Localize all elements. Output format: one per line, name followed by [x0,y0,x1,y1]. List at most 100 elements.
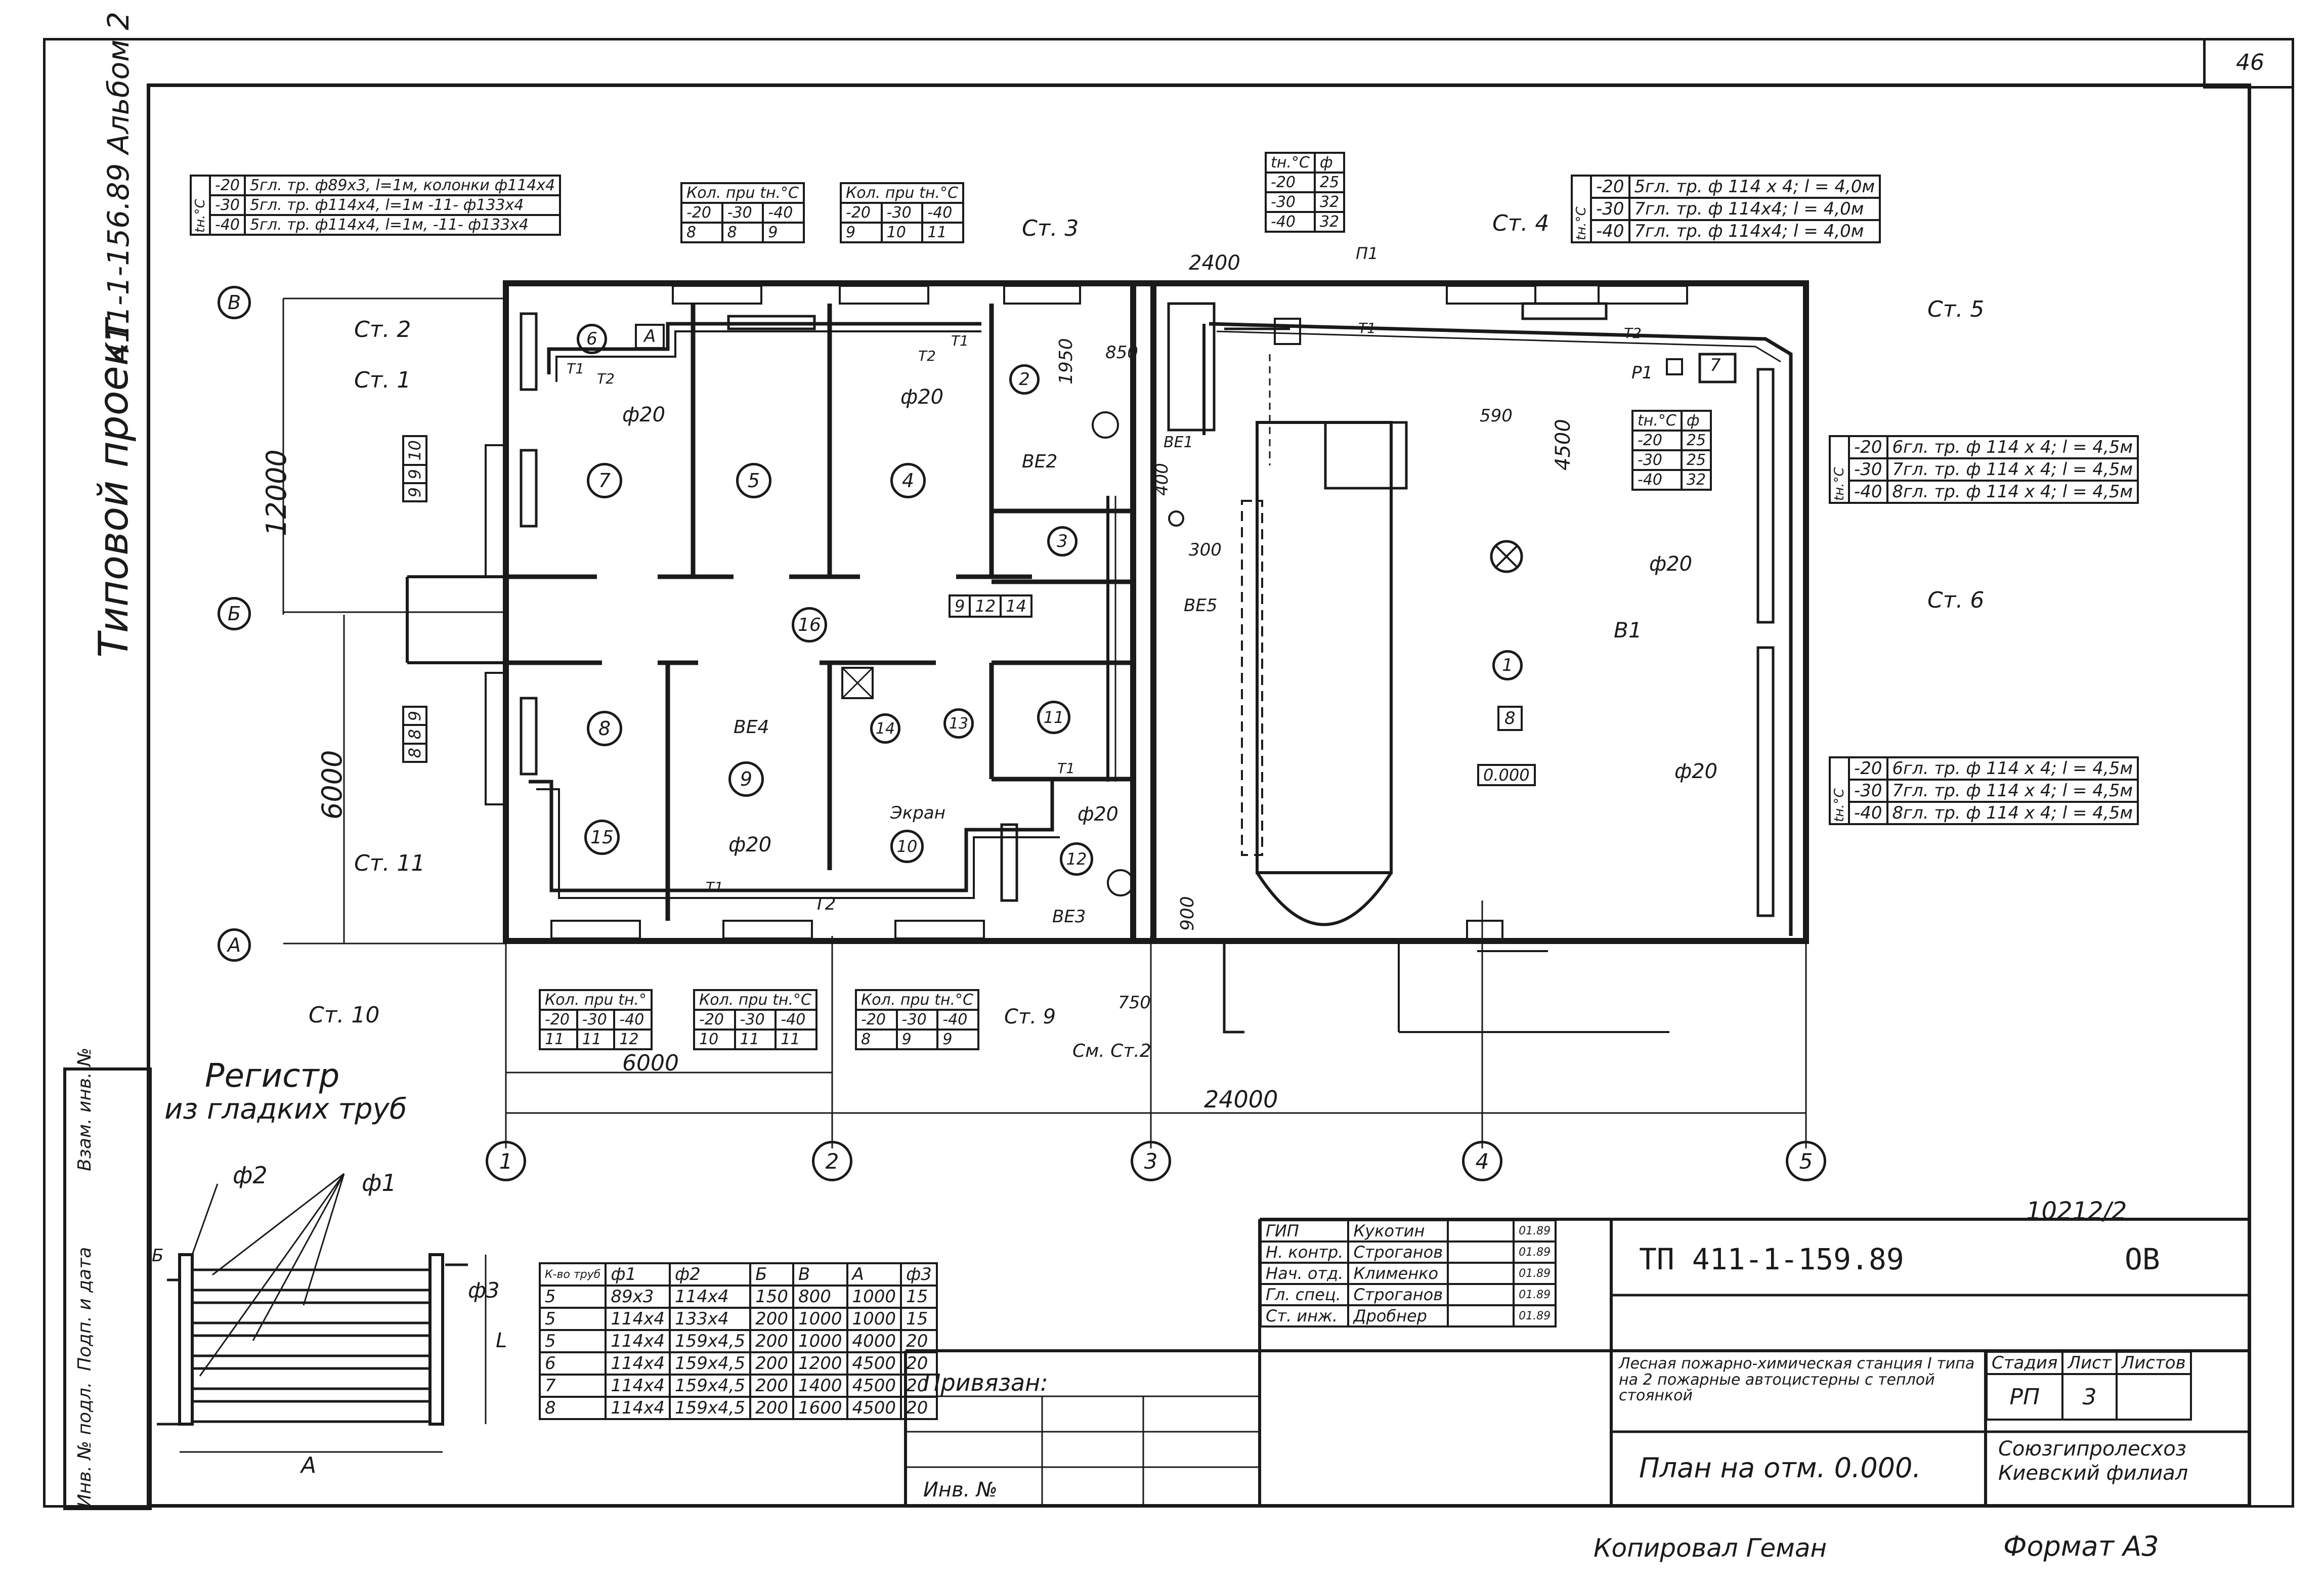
room-3: 3 [1047,526,1078,556]
phi-head: tн.°С [1265,152,1316,174]
project-mark: ОВ [2125,1242,2160,1276]
count-temp: -40 [762,202,805,224]
pipe-t2-a: Т2 [597,370,615,387]
phi-head: ф [1680,410,1712,432]
reg-cell: 8 [538,1396,607,1420]
dim-12000: 12000 [261,449,292,536]
reg-cell: 4500 [846,1374,902,1398]
reg-cell: 1200 [792,1351,848,1376]
st5-spec: 7гл. тр. ф 114 х 4; l = 4,5м [1886,457,2139,482]
sig-role: ГИП [1259,1219,1350,1243]
vent-be1: ВЕ1 [1164,434,1193,451]
sig-role: Ст. инж. [1259,1304,1350,1328]
axis-col-2: 2 [812,1141,852,1181]
inv-label: Инв. № [923,1478,998,1502]
riser-st9: Ст. 9 [1004,1005,1056,1029]
dim-850: 850 [1105,343,1138,363]
sheet-value: 3 [2061,1373,2118,1421]
count-head: Кол. прu tн.°С [693,989,817,1011]
riser-st11: Ст. 11 [354,850,425,876]
sheet-format: Формат А3 [2003,1530,2159,1562]
reg-cell: 4000 [846,1329,902,1353]
dim-24000: 24000 [1204,1086,1278,1113]
count-temp: -20 [855,1009,898,1031]
reg-cell: 15 [900,1285,938,1309]
reg-cell: 1400 [792,1374,848,1398]
drawing-title: План на отм. 0.000. [1639,1452,1921,1484]
vertical-counts-8: 9 8 8 [402,706,427,763]
sig-role: Нач. отд. [1259,1262,1350,1285]
phi-temp: -30 [1631,449,1683,471]
count-val: 10 [880,222,924,243]
st5-temp: -40 [1848,480,1888,504]
count-head: Кол. прu tн.° [538,989,653,1011]
sig-role: Н. контр. [1259,1240,1350,1264]
reg-cell: 89х3 [605,1285,671,1309]
phi-val: 25 [1680,430,1712,451]
reg-cell: 114х4 [605,1307,671,1331]
reg-cell: 4500 [846,1396,902,1420]
room-14: 14 [870,713,900,744]
st6-temp: -40 [1848,801,1888,825]
unit-p1: П1 [1356,244,1379,263]
elevation-mark: 0.000 [1477,764,1536,786]
st4-temp: -20 [1590,175,1630,199]
room-5: 5 [736,463,771,498]
count-val: 11 [576,1029,616,1050]
vcount: 8 [403,725,426,744]
reg-cell: 5 [538,1285,607,1309]
ttl-spec: 5гл. тр. ф114х4, l=1м -11- ф133х4 [243,194,562,216]
st5-temp: -30 [1848,457,1888,482]
room-11: 11 [1037,701,1070,734]
vent-be2: ВЕ2 [1022,451,1058,472]
left-stamp-strip [63,1067,152,1510]
count-val: 14 [1000,594,1032,618]
st5-temp: -20 [1848,435,1888,459]
sig-sign [1447,1219,1515,1243]
room-a-label: А [635,324,665,349]
phi20-b: ф20 [900,386,944,409]
reg-head: ф3 [900,1262,938,1287]
phi-head: tн.°С [1631,410,1683,432]
reg-head: ф1 [605,1262,671,1287]
st5-head: tн.°С [1830,436,1849,503]
phi20-d: ф20 [1674,760,1718,783]
st6-head: tн.°С [1830,757,1849,824]
reg-cell: 7 [538,1374,607,1398]
reg-cell: 20 [900,1351,938,1376]
reg-cell: 200 [749,1307,794,1331]
dim-300: 300 [1189,540,1222,560]
axis-col-5: 5 [1786,1141,1826,1181]
st6-spec: 6гл. тр. ф 114 х 4; l = 4,5м [1886,756,2139,781]
reg-cell: 20 [900,1396,938,1420]
pipe-t2-c: Т2 [1624,325,1642,341]
st4-spec: 7гл. тр. ф 114х4; l = 4,0м [1628,197,1881,221]
count-head: Кол. прu tн.°С [680,182,805,204]
reg-cell: 1000 [846,1285,902,1309]
vcount: 10 [403,436,426,465]
reg-head: А [846,1262,902,1287]
riser-st4: Ст. 4 [1492,210,1550,236]
vertical-counts-7: 10 9 9 [402,435,427,502]
sig-role: Гл. спец. [1259,1283,1350,1306]
room-6: 6 [577,324,607,354]
reg-cell: 20 [900,1374,938,1398]
sig-date: 01.89 [1513,1304,1557,1328]
table-top-left: tн.°С -20 5гл. тр. ф89х3, l=1м, колонки … [190,175,562,236]
stage-head: Стадия [1985,1351,2064,1375]
count-val: 11 [774,1029,817,1050]
register-phi3: ф3 [468,1278,500,1303]
count-temp: -30 [721,202,764,224]
vcount: 9 [403,707,426,725]
count-head: Кол. прu tн.°С [855,989,979,1011]
axis-col-4: 4 [1462,1141,1502,1181]
reg-cell: 133х4 [668,1307,752,1331]
phi-val: 25 [1313,172,1346,193]
count-val: 10 [693,1029,736,1050]
count-val: 11 [539,1029,578,1050]
